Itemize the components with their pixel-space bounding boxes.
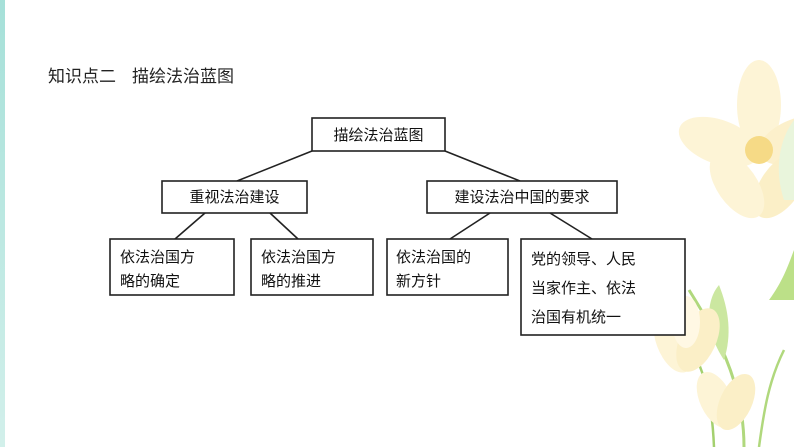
section-topic: 描绘法治蓝图 xyxy=(132,67,234,87)
edge-root-left xyxy=(236,150,313,182)
section-label: 知识点二 xyxy=(48,67,116,87)
node-leaf-new-policy: 依法治国的 新方针 xyxy=(386,238,509,296)
edge-left-child2 xyxy=(269,212,299,240)
section-heading: 知识点二描绘法治蓝图 xyxy=(48,62,234,87)
node-leaf-new-policy-line1: 依法治国的 xyxy=(396,248,471,266)
edge-root-right xyxy=(444,150,521,182)
node-branch-requirements: 建设法治中国的要求 xyxy=(426,180,618,214)
node-root: 描绘法治蓝图 xyxy=(311,117,446,152)
node-branch-legal-construction: 重视法治建设 xyxy=(161,180,308,214)
flower-decoration-icon xyxy=(653,60,794,447)
node-branch-legal-construction-label: 重视法治建设 xyxy=(189,188,279,206)
node-leaf-organic-unity-line2: 当家作主、依法 xyxy=(531,279,636,297)
node-leaf-organic-unity: 党的领导、人民 当家作主、依法 治国有机统一 xyxy=(520,238,686,336)
node-leaf-organic-unity-line1: 党的领导、人民 xyxy=(531,250,636,268)
edge-right-child2 xyxy=(549,212,593,240)
left-accent-line xyxy=(0,0,5,447)
node-leaf-strategy-established: 依法治国方 略的确定 xyxy=(109,238,235,296)
node-leaf-strategy-established-line2: 略的确定 xyxy=(120,272,180,290)
node-leaf-strategy-established-line1: 依法治国方 xyxy=(120,248,195,266)
edge-left-child1 xyxy=(174,212,206,240)
edge-right-child1 xyxy=(449,212,491,240)
node-leaf-strategy-advanced-line1: 依法治国方 xyxy=(261,248,336,266)
node-branch-requirements-label: 建设法治中国的要求 xyxy=(454,188,589,206)
node-leaf-strategy-advanced-line2: 略的推进 xyxy=(261,272,321,290)
node-root-label: 描绘法治蓝图 xyxy=(333,126,423,144)
node-leaf-new-policy-line2: 新方针 xyxy=(396,272,441,290)
node-leaf-strategy-advanced: 依法治国方 略的推进 xyxy=(250,238,374,296)
node-leaf-organic-unity-line3: 治国有机统一 xyxy=(531,308,621,326)
